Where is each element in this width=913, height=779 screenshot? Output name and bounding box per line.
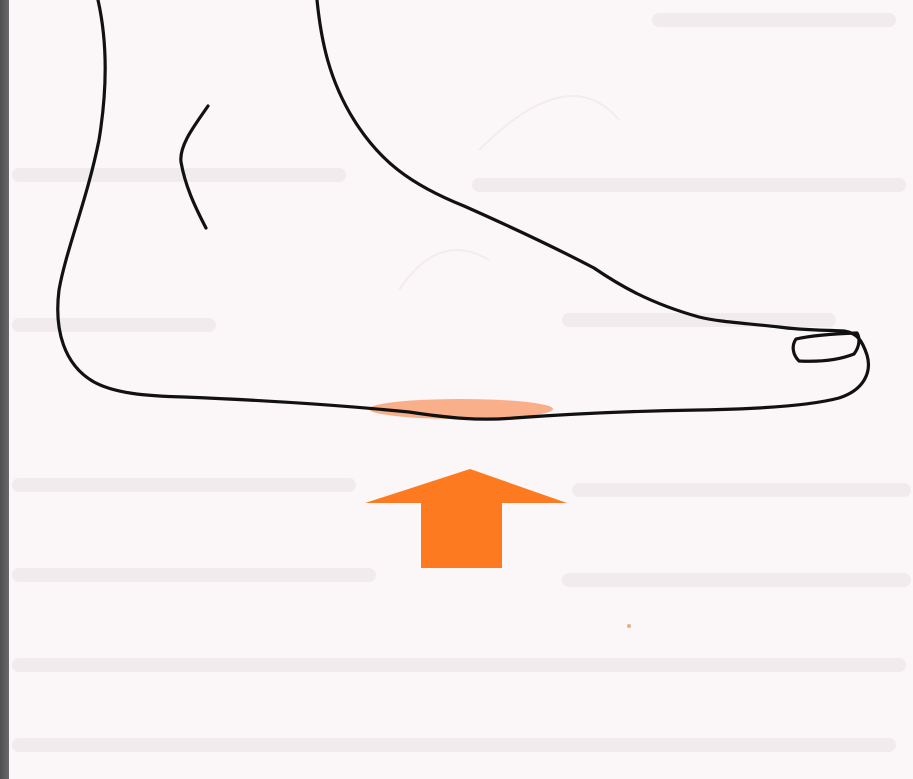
upward-pressure-arrow-icon	[365, 469, 567, 568]
foot-outline	[58, 0, 869, 419]
foot-contour	[58, 0, 869, 419]
ankle-mark	[181, 106, 208, 228]
scanned-page	[9, 0, 913, 779]
scan-left-edge	[0, 0, 9, 779]
foot-illustration	[9, 0, 913, 779]
toenail	[793, 333, 859, 361]
print-speck	[627, 624, 631, 628]
